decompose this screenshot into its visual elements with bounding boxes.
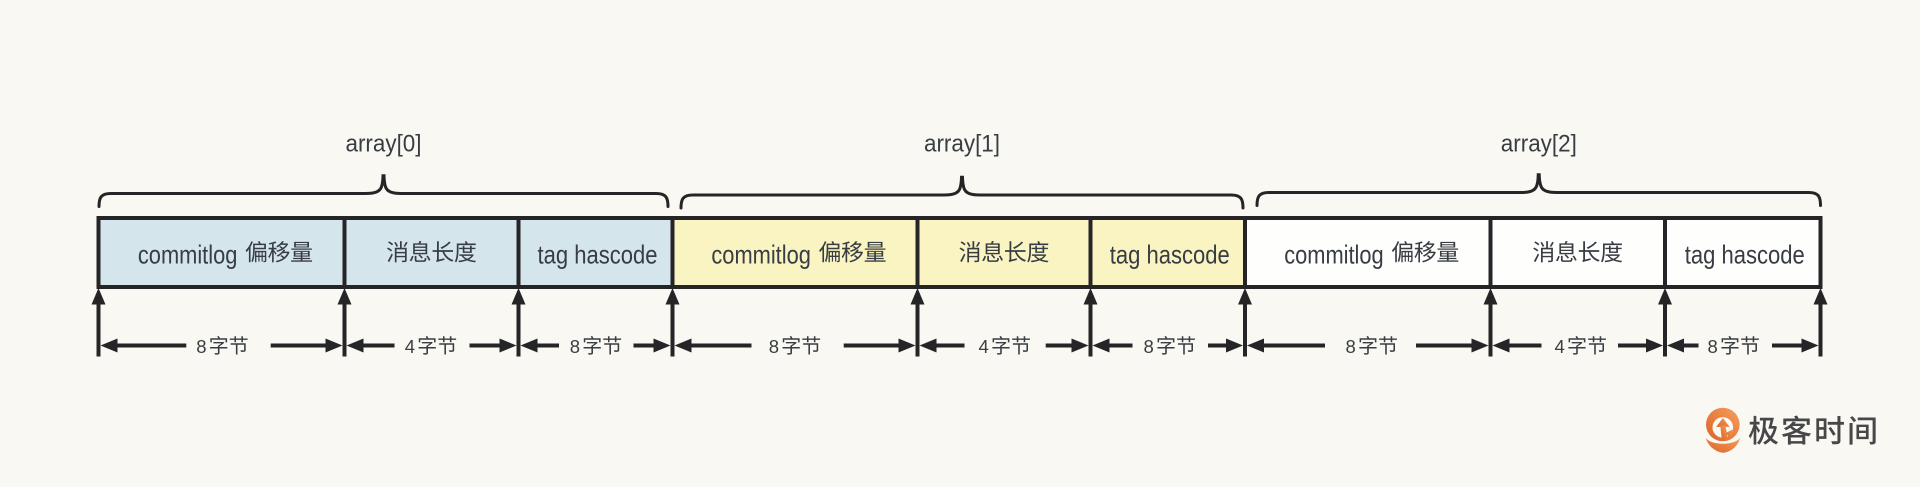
svg-text:4: 4 <box>1555 336 1565 357</box>
svg-text:array[0]: array[0] <box>346 131 422 158</box>
svg-text:array[1]: array[1] <box>924 131 1000 158</box>
svg-text:8: 8 <box>1144 336 1154 357</box>
svg-text:array[2]: array[2] <box>1501 131 1577 158</box>
svg-text:4: 4 <box>405 336 415 357</box>
svg-text:8: 8 <box>1346 336 1356 357</box>
svg-text:commitlog: commitlog <box>138 240 238 270</box>
svg-text:tag hascode: tag hascode <box>1110 240 1230 270</box>
svg-text:8: 8 <box>769 336 779 357</box>
svg-text:commitlog: commitlog <box>711 240 811 270</box>
svg-text:8: 8 <box>570 336 580 357</box>
svg-text:8: 8 <box>1708 336 1718 357</box>
svg-text:tag hascode: tag hascode <box>1685 240 1805 270</box>
svg-text:tag hascode: tag hascode <box>538 240 658 270</box>
svg-text:commitlog: commitlog <box>1284 240 1384 270</box>
svg-text:8: 8 <box>196 336 206 357</box>
svg-text:4: 4 <box>979 336 989 357</box>
